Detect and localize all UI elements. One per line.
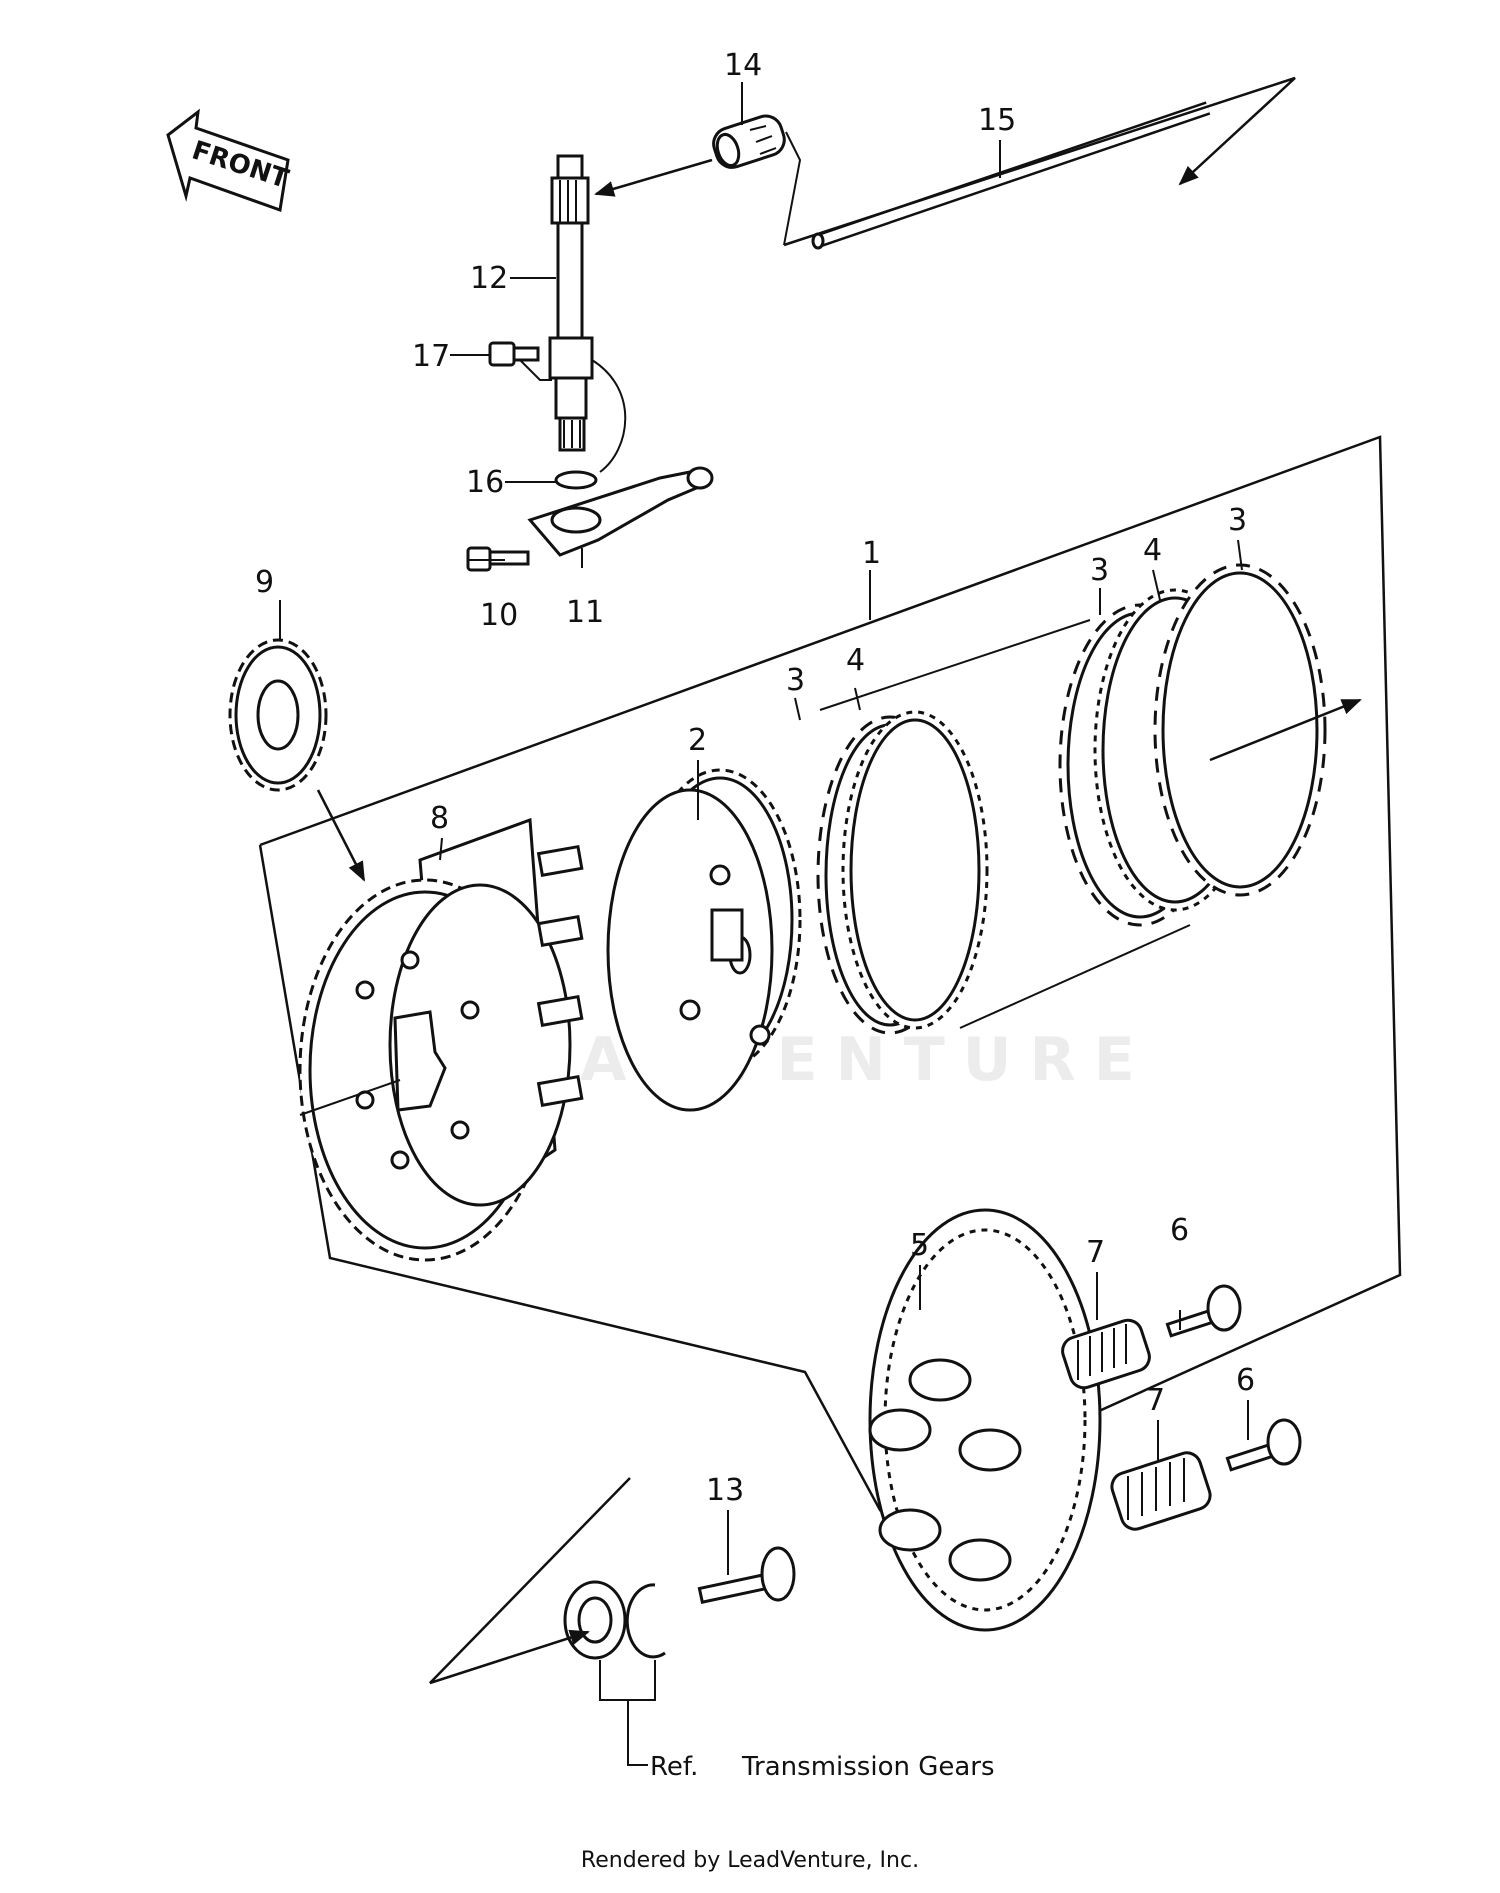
callout-6-lower: 6: [1236, 1363, 1255, 1398]
callout-2: 2: [688, 723, 707, 758]
footer-credit: Rendered by LeadVenture, Inc.: [580, 1848, 920, 1873]
plate-stack-rear: [1058, 563, 1327, 927]
callout-7-upper: 7: [1086, 1235, 1105, 1270]
push-pin-part-13: [697, 1546, 796, 1604]
o-ring-part-16: [554, 470, 598, 490]
callout-11: 11: [566, 595, 604, 630]
callout-3-middle: 3: [1090, 553, 1109, 588]
spring-part-7-upper: [1061, 1318, 1151, 1390]
callout-6-upper: 6: [1170, 1213, 1189, 1248]
callout-17: 17: [412, 339, 450, 374]
bolt-part-6-lower: [1225, 1418, 1302, 1472]
washer-pair: [563, 1580, 666, 1660]
push-rod-part-15: [811, 101, 1211, 250]
ref-label: Ref.: [650, 1752, 698, 1782]
release-lever-part-11: [527, 466, 714, 557]
clutch-housing-part-8: [298, 817, 584, 1262]
callout-10: 10: [480, 598, 518, 633]
callout-4-rear: 4: [1143, 533, 1162, 568]
callout-12: 12: [470, 261, 508, 296]
clutch-release-shaft: [548, 154, 627, 473]
callout-1: 1: [862, 536, 881, 571]
callout-3-rear: 3: [1228, 503, 1247, 538]
callout-3-front: 3: [786, 663, 805, 698]
bolt-part-17: [488, 341, 540, 367]
gear-part-9: [228, 638, 328, 792]
callout-8: 8: [430, 801, 449, 836]
spring-part-7-lower: [1110, 1451, 1212, 1531]
callout-16: 16: [466, 465, 504, 500]
oil-seal-part-14: [712, 114, 786, 169]
callout-4-front: 4: [846, 643, 865, 678]
plate-stack-front: [816, 710, 989, 1035]
bolt-part-6-upper: [1165, 1284, 1242, 1338]
callout-15: 15: [978, 103, 1016, 138]
callout-13: 13: [706, 1473, 744, 1508]
callout-7-lower: 7: [1146, 1383, 1165, 1418]
callout-14: 14: [724, 48, 762, 83]
callout-9: 9: [255, 565, 274, 600]
clutch-hub-part-2: [606, 768, 802, 1112]
pressure-plate-part-5: [868, 1208, 1102, 1632]
front-arrow: FRONT: [166, 108, 292, 213]
callout-5: 5: [910, 1228, 929, 1263]
ref-note: Transmission Gears: [741, 1752, 995, 1782]
